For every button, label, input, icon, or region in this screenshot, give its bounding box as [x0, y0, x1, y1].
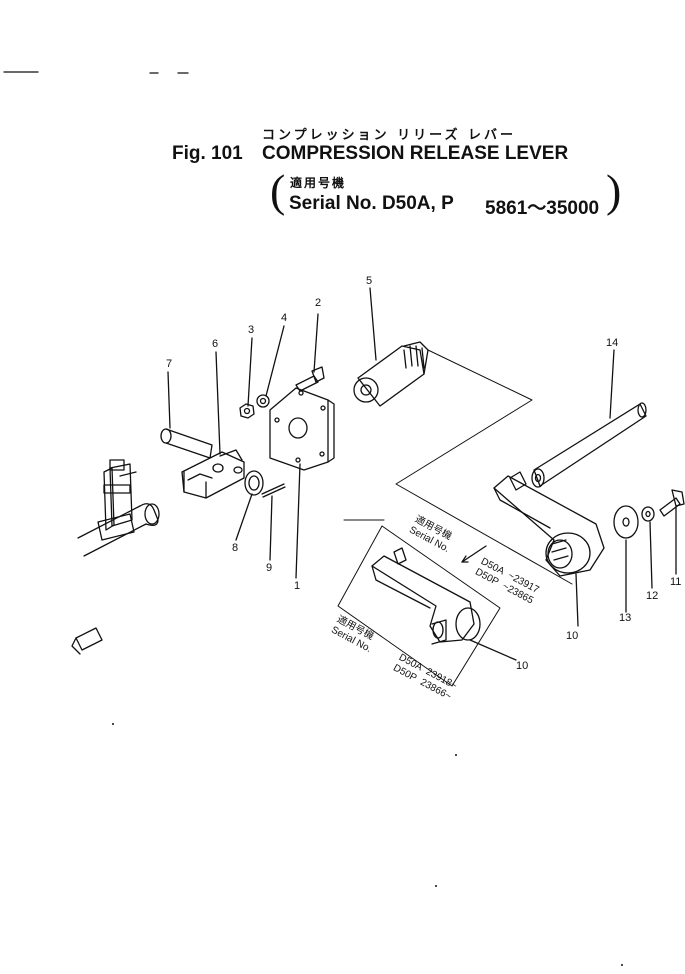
part-11-bolt — [659, 489, 685, 517]
figure-title: COMPRESSION RELEASE LEVER — [262, 143, 569, 164]
japanese-serial-label: 適用号機 — [290, 176, 347, 190]
part-12-washer — [641, 506, 655, 522]
japanese-title: コンプレッション リリーズ レバー — [262, 128, 517, 143]
callout-4: 4 — [281, 312, 288, 324]
callout-1: 1 — [294, 580, 301, 592]
part-13-washer — [613, 505, 639, 539]
part-10-lever-early — [493, 471, 605, 577]
reference-arrow-icon — [71, 627, 103, 655]
part-6-clevis — [181, 449, 245, 499]
callout-12: 12 — [646, 590, 659, 602]
serial-label: Serial No. D50A, P — [289, 193, 454, 214]
callout-10-upper: 10 — [566, 630, 579, 642]
callout-2: 2 — [315, 297, 322, 309]
right-paren: ) — [606, 165, 622, 216]
callout-7: 7 — [166, 358, 173, 370]
part-2-bolt — [295, 366, 325, 392]
shaft-assembly — [77, 459, 160, 557]
part-9-spring-pin — [261, 483, 286, 498]
part-14-handle — [531, 402, 647, 488]
part-10-lever-late — [371, 547, 481, 645]
part-5-lever — [353, 341, 429, 407]
part-7-pin — [160, 428, 213, 459]
callout-11: 11 — [670, 576, 682, 588]
callout-10-lower: 10 — [516, 660, 529, 672]
lower-variant-frame — [337, 525, 501, 687]
callout-8: 8 — [232, 542, 239, 554]
callout-6: 6 — [212, 338, 219, 350]
callout-3: 3 — [248, 324, 255, 336]
part-3-nut — [239, 403, 255, 419]
part-4-washer — [256, 394, 270, 408]
serial-range: 5861～35000 — [485, 198, 600, 219]
left-paren: ( — [270, 165, 286, 216]
callout-9: 9 — [266, 562, 273, 574]
part-8-washer — [244, 470, 264, 496]
callout-14: 14 — [606, 337, 619, 349]
figure-label: Fig. 101 — [172, 143, 243, 164]
callout-5: 5 — [366, 275, 373, 287]
part-1-plate — [269, 387, 335, 471]
callout-13: 13 — [619, 612, 632, 624]
